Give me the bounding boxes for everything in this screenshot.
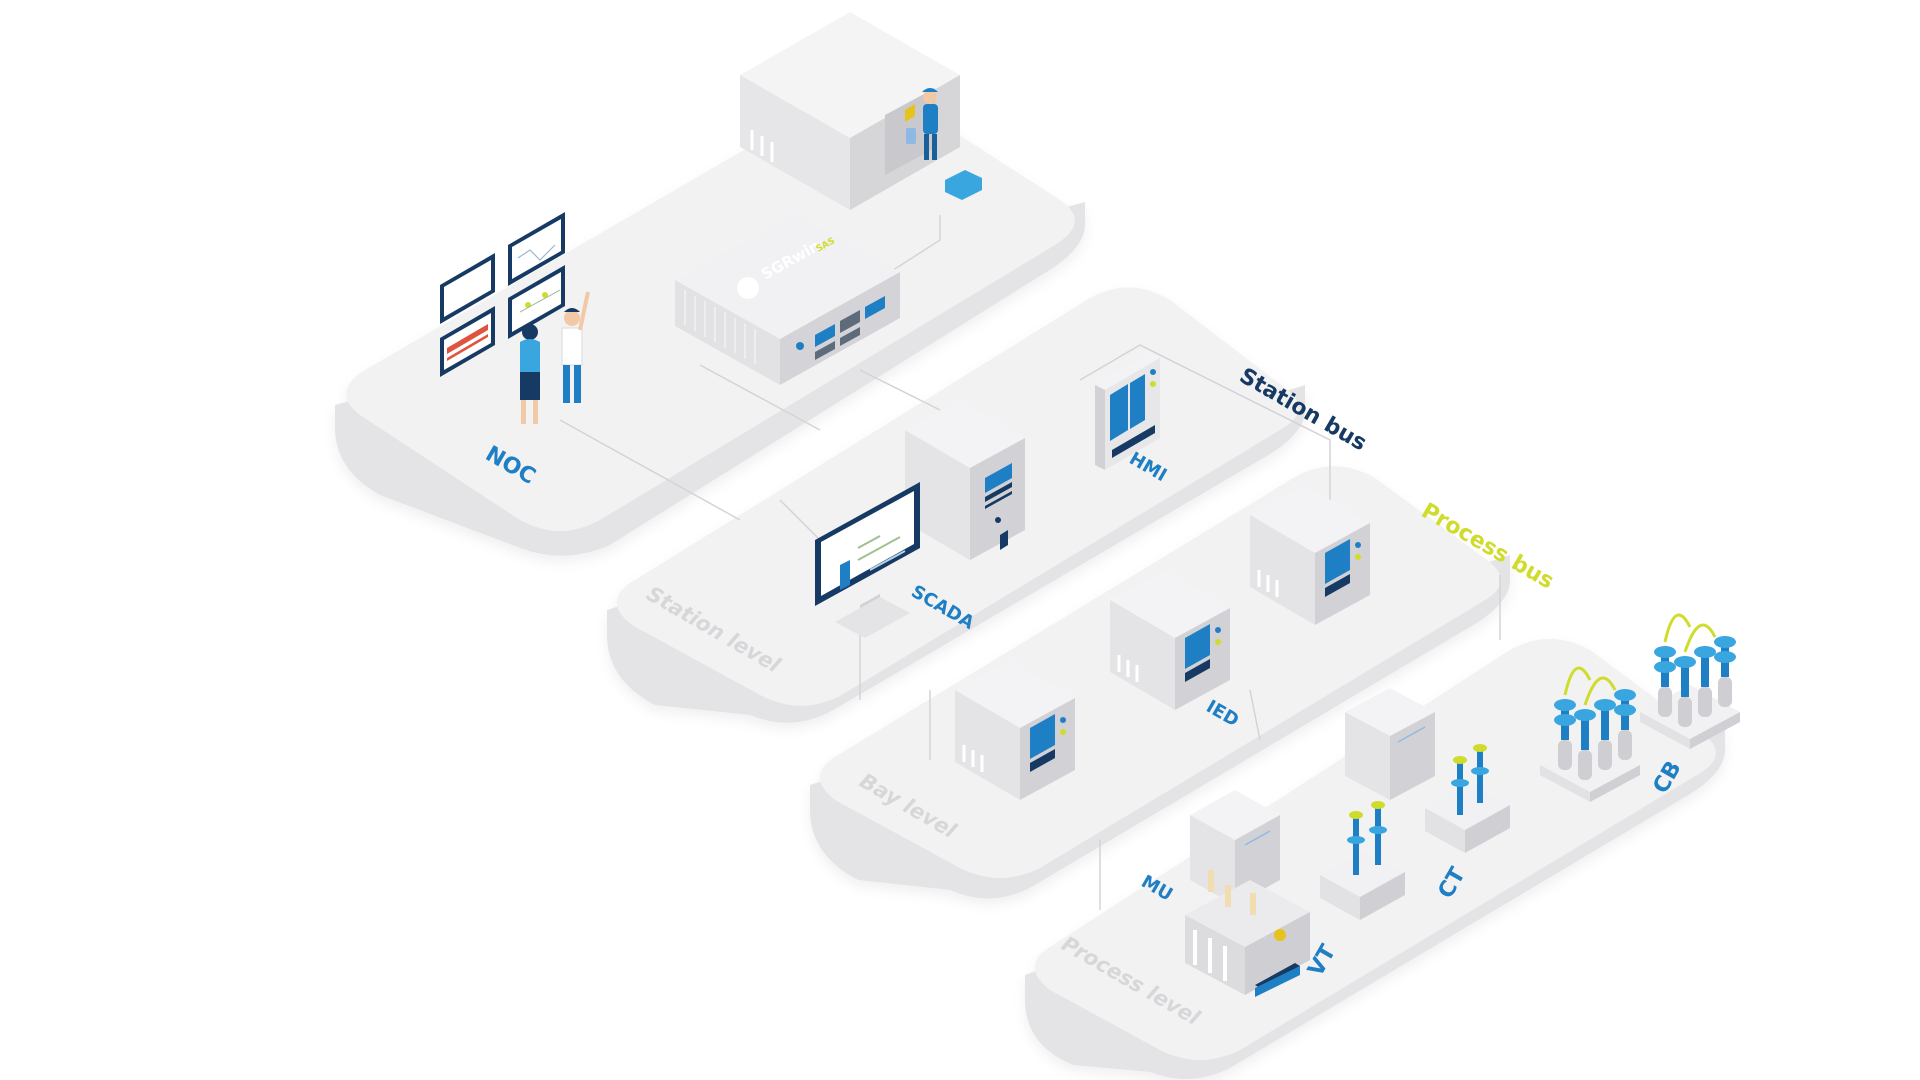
circuit-breaker-2 bbox=[1640, 613, 1740, 749]
vt-bushing-assembly bbox=[1320, 801, 1405, 920]
technician-figure bbox=[906, 88, 982, 200]
sgrwin-server: SGRwin SAS bbox=[675, 213, 900, 385]
ied-device-1 bbox=[955, 660, 1075, 800]
operator-figure-2 bbox=[561, 291, 590, 403]
circuit-breaker-1 bbox=[1540, 666, 1640, 802]
operator-figure-1 bbox=[520, 324, 540, 424]
cabinet-vent-icon bbox=[750, 130, 774, 162]
voltage-transformer-unit bbox=[1185, 870, 1310, 997]
warning-sign-icon bbox=[905, 104, 915, 122]
scada-workstation bbox=[905, 400, 1025, 560]
server-port-icon bbox=[796, 296, 885, 360]
ct-bushing-assembly bbox=[1425, 744, 1510, 853]
ied-device-2 bbox=[1110, 570, 1230, 710]
ct-cabinet bbox=[1345, 688, 1435, 800]
scada-monitor bbox=[815, 482, 920, 638]
toolbox-icon bbox=[945, 170, 982, 200]
ied-device-3 bbox=[1250, 485, 1370, 625]
hmi-panel bbox=[1095, 353, 1160, 470]
noc-display-wall bbox=[440, 212, 565, 377]
substation-cabinet bbox=[740, 12, 960, 210]
